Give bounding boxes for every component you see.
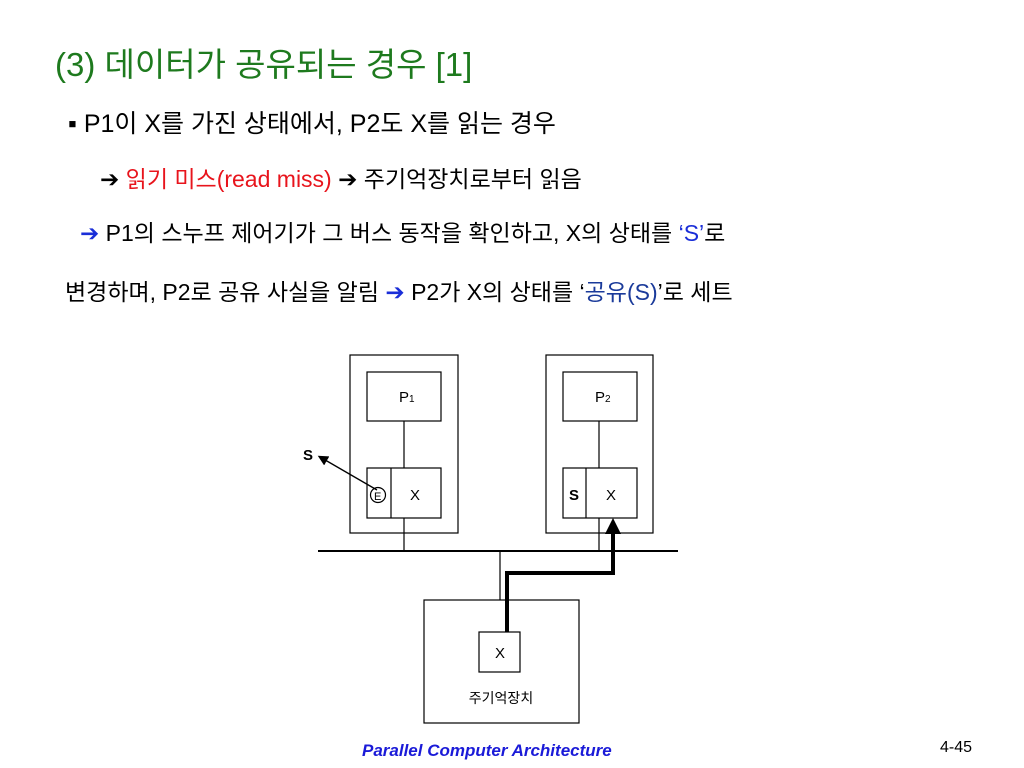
read-from-memory-text: 주기억장치로부터 읽음 — [363, 166, 582, 192]
p1-new-state: S — [303, 447, 313, 464]
p1-cache-state: E — [374, 491, 381, 503]
read-miss-line: ➔ 읽기 미스(read miss) ➔ 주기억장치로부터 읽음 — [100, 160, 582, 194]
p2-cache-box — [562, 467, 638, 519]
shared-state-text: 공유(S) — [584, 279, 658, 305]
page-number: 4-45 — [940, 739, 973, 756]
p2-processor-box — [562, 371, 638, 422]
memory-data: X — [495, 645, 505, 662]
p2-cache-data: X — [606, 487, 616, 504]
bullet-marker: ▪ — [68, 110, 77, 138]
p2-label: P2 — [595, 389, 611, 406]
snoop-line: ➔ P1의 스누프 제어기가 그 버스 동작을 확인하고, X의 상태를 ‘S’… — [80, 214, 725, 248]
p1-cache-data: X — [410, 487, 420, 504]
share-line: 변경하며, P2로 공유 사실을 알림 ➔ P2가 X의 상태를 ‘공유(S)’… — [65, 273, 733, 307]
footer-course: Parallel Computer Architecture — [362, 741, 612, 760]
read-miss-text: 읽기 미스(read miss) — [125, 166, 332, 192]
memory-box — [423, 599, 580, 724]
share-text: 변경하며, P2로 공유 사실을 알림 — [65, 279, 386, 305]
p1-state-circle — [369, 486, 387, 504]
state-change-arrow — [317, 455, 378, 491]
arrow-icon: ➔ — [100, 166, 120, 192]
arrow-icon: ➔ — [385, 279, 405, 305]
arrow-icon: ➔ — [338, 166, 358, 192]
data-transfer-arrow — [505, 518, 621, 632]
share-text-mid: P2가 X의 상태를 ‘ — [404, 279, 585, 305]
snoop-text-end: 로 — [704, 220, 726, 246]
share-text-end: ’로 세트 — [657, 279, 733, 305]
arrow-icon: ➔ — [80, 220, 100, 246]
bullet-line: ▪ P1이 X를 가진 상태에서, P2도 X를 읽는 경우 — [68, 104, 556, 140]
bullet-text: P1이 X를 가진 상태에서, P2도 X를 읽는 경우 — [83, 110, 556, 138]
snoop-text: P1의 스누프 제어기가 그 버스 동작을 확인하고, X의 상태를 — [105, 220, 679, 246]
memory-label: 주기억장치 — [469, 690, 533, 706]
memory-x-box — [478, 631, 521, 673]
state-s-text: ‘S’ — [678, 220, 705, 246]
p1-label: P1 — [399, 389, 415, 406]
slide-title: (3) 데이터가 공유되는 경우 [1] — [55, 46, 473, 83]
p2-cache-state: S — [569, 487, 579, 504]
